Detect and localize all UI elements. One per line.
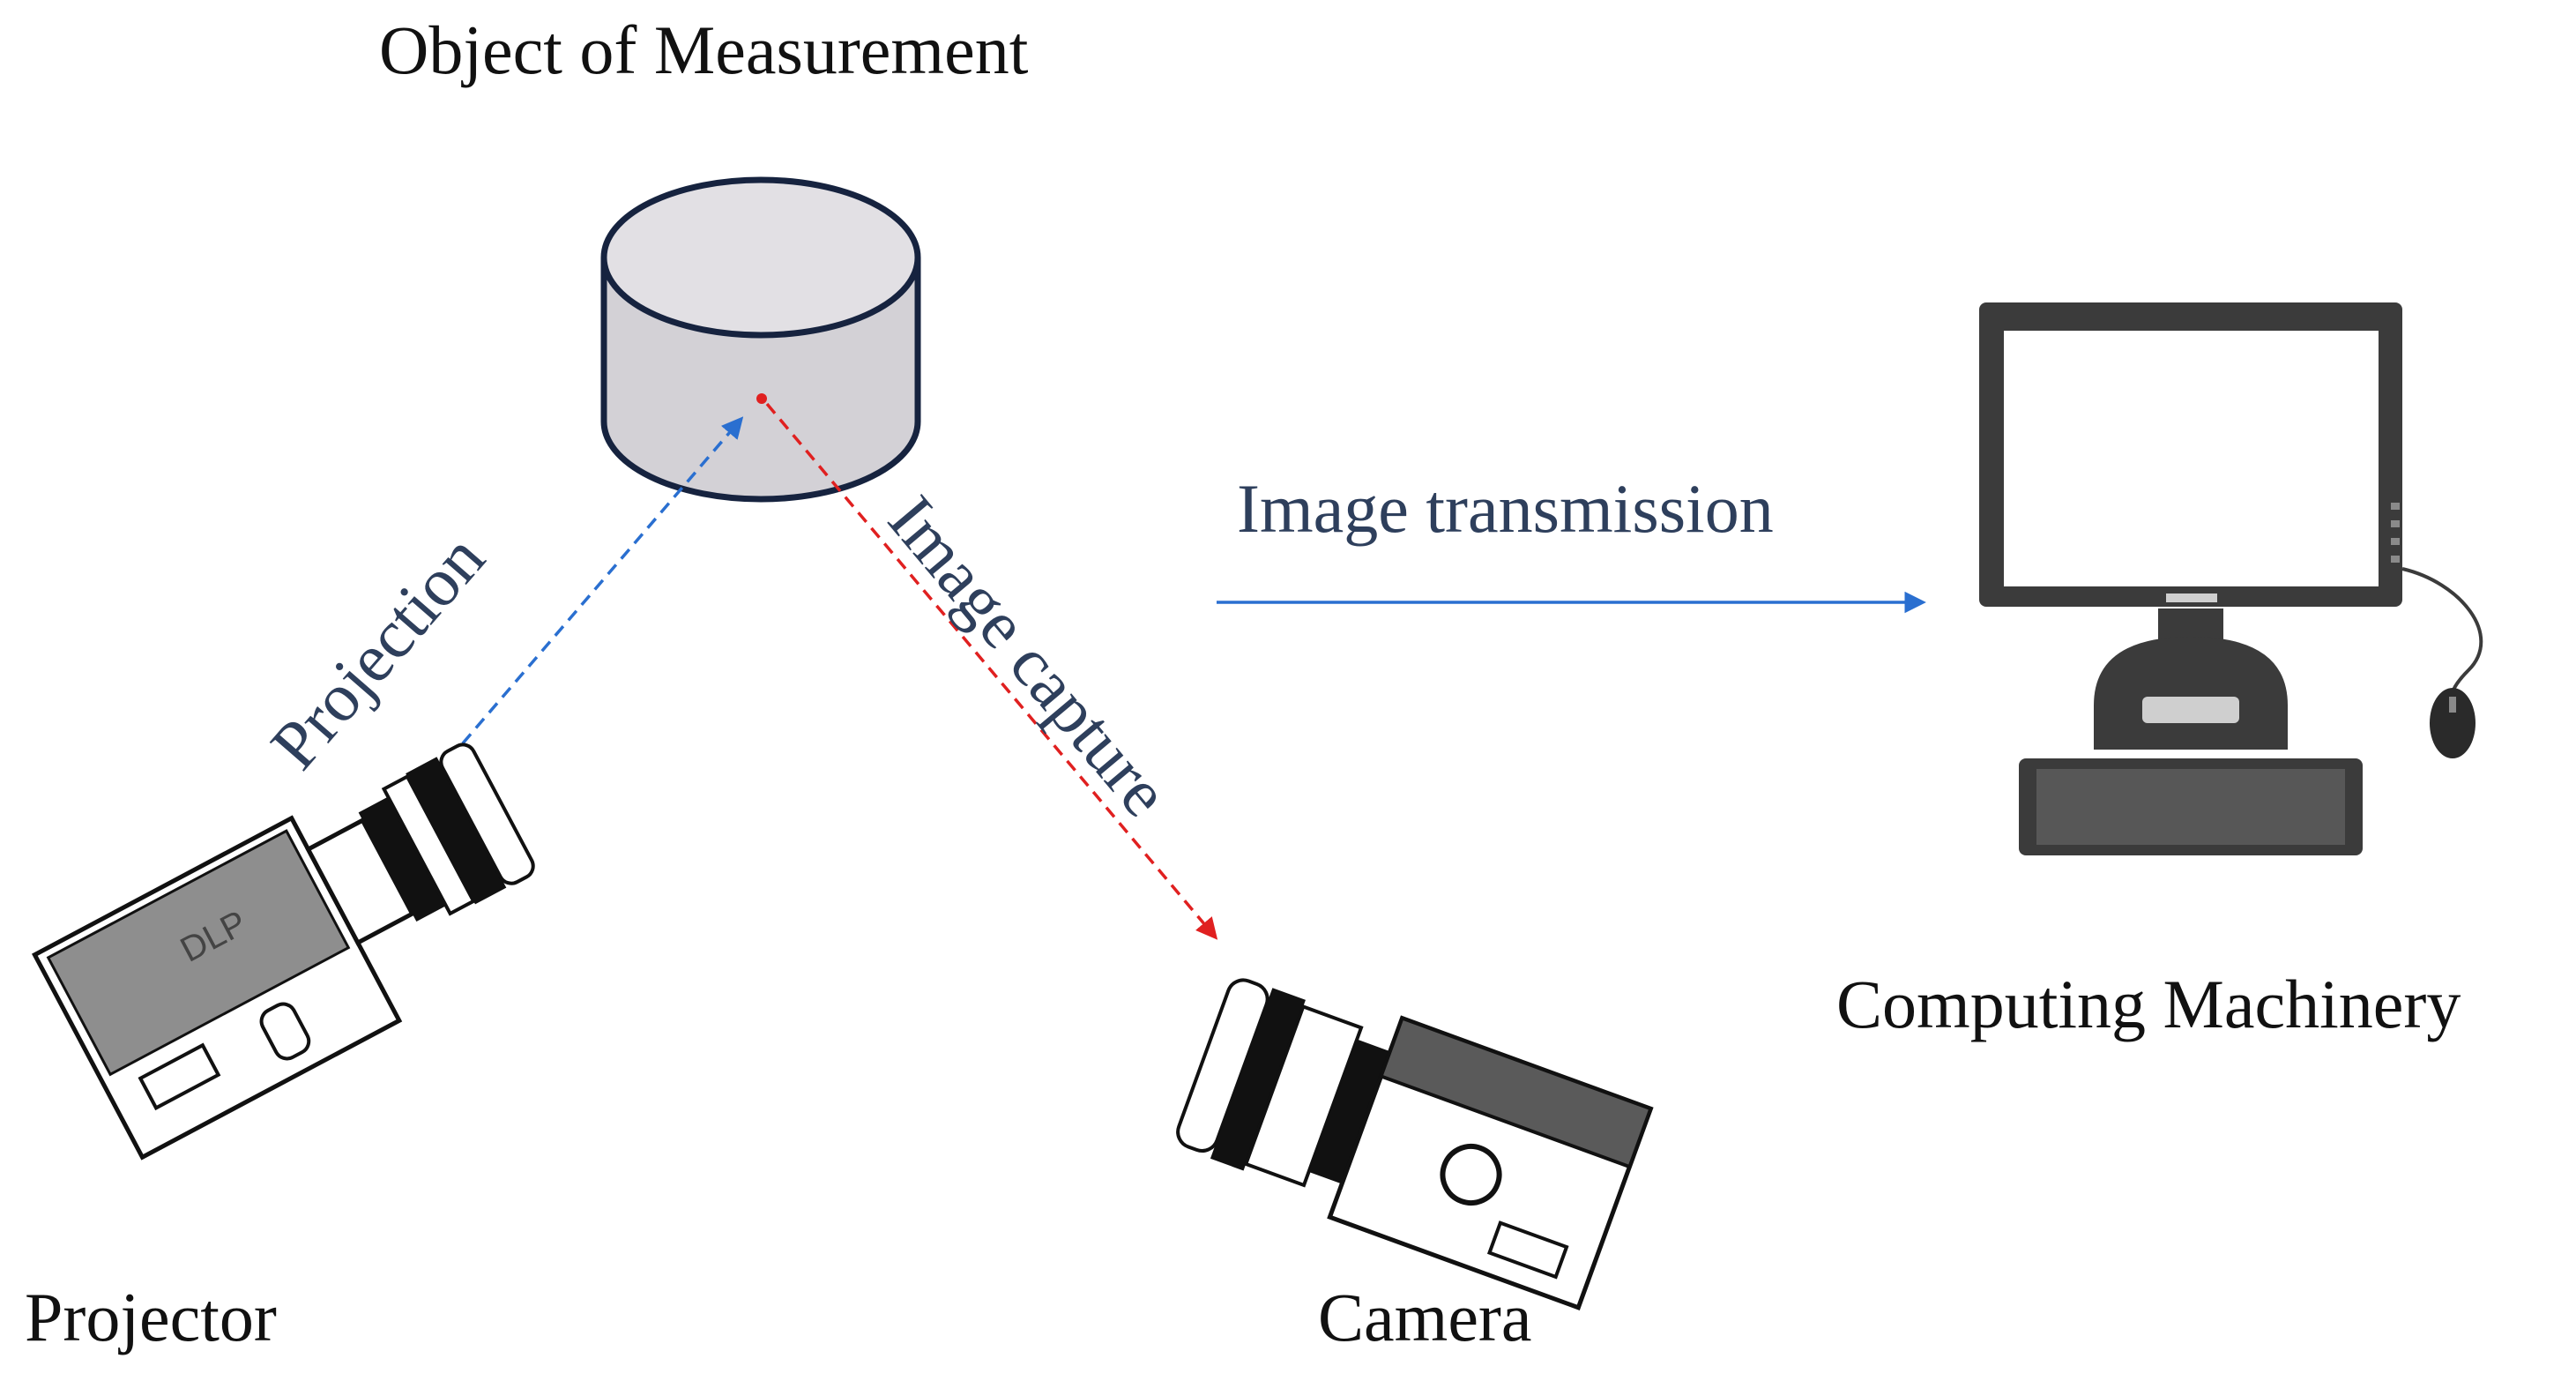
monitor-screen	[2004, 331, 2379, 586]
computer-icon	[1979, 302, 2483, 855]
projector-icon: DLP	[32, 743, 535, 1161]
capture-arrow	[765, 402, 1218, 940]
projector-label: Projector	[25, 1279, 277, 1355]
image-transmission-label: Image transmission	[1237, 470, 1774, 547]
measurement-point	[756, 393, 767, 404]
mouse	[2430, 688, 2475, 758]
camera-label: Camera	[1318, 1279, 1532, 1355]
object-label: Object of Measurement	[379, 11, 1029, 88]
computing-machinery-label: Computing Machinery	[1836, 966, 2461, 1042]
cylinder-object	[600, 176, 921, 503]
camera-icon	[1176, 978, 1654, 1310]
